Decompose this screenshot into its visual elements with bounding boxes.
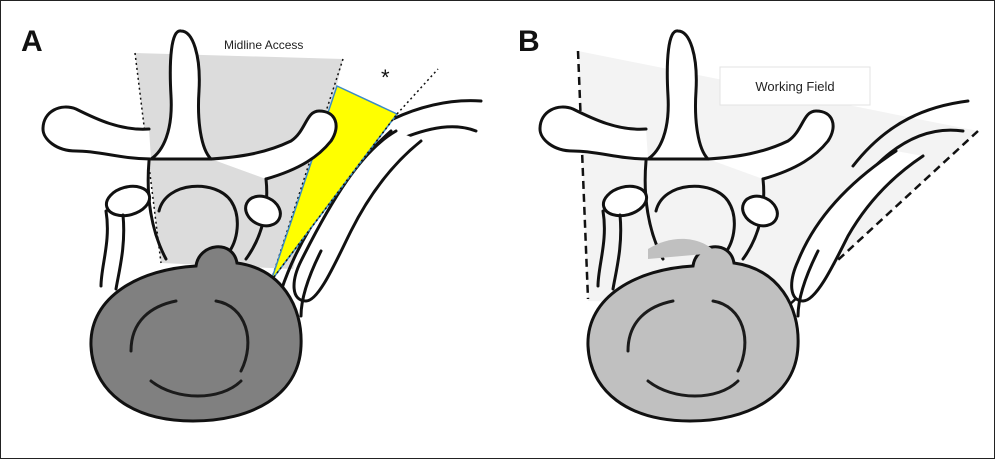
asterisk-trajectory bbox=[397, 69, 438, 114]
asterisk-mark: * bbox=[381, 65, 390, 90]
panel-b: Working Field B bbox=[518, 25, 978, 421]
working-field-label: Working Field bbox=[755, 79, 834, 94]
midline-access-label: Midline Access bbox=[224, 38, 303, 52]
panel-a: A Midline Access * bbox=[21, 25, 481, 421]
panel-a-letter: A bbox=[21, 25, 43, 58]
rib-outer bbox=[393, 101, 481, 119]
panel-b-letter: B bbox=[518, 25, 540, 58]
